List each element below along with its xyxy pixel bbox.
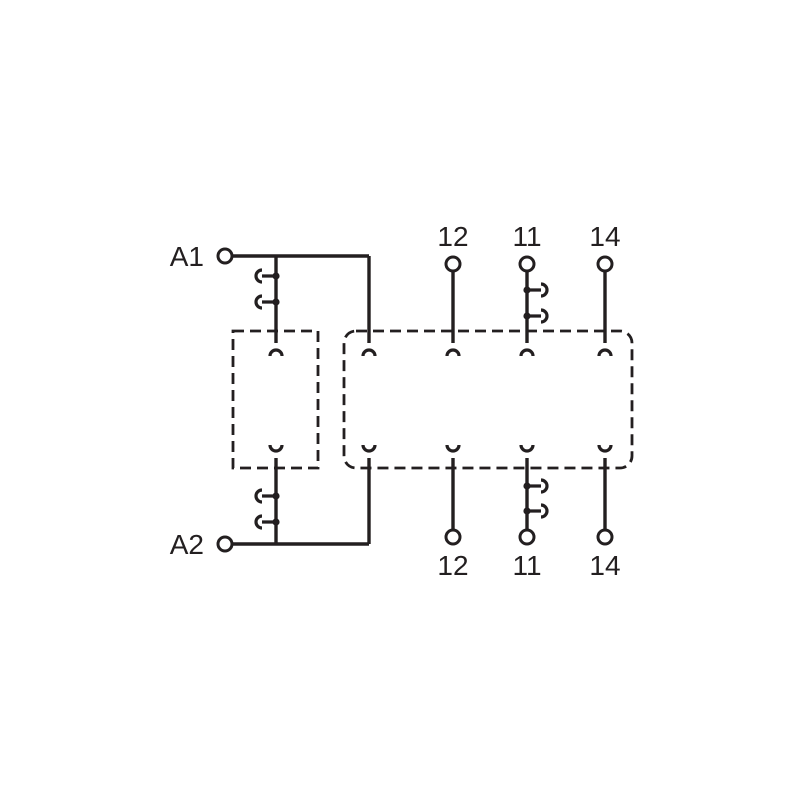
terminal-bottom-11: [518, 528, 536, 546]
label-top-11: 11: [512, 221, 541, 252]
top-11-bridge-hook-1: [527, 282, 549, 298]
a1-socket-hook: [268, 348, 284, 357]
bottom-contact-11: [518, 444, 549, 546]
label-a1: A1: [170, 241, 204, 272]
bottom-11-bridge-hook-2: [527, 503, 549, 519]
top-11-bridge-hook-2: [527, 308, 549, 324]
label-top-14: 14: [589, 221, 620, 252]
right-dashed-module: [342, 329, 634, 470]
a2-bridge-hook-1: [254, 488, 276, 504]
label-bottom-14: 14: [589, 550, 620, 581]
a1-bridge-hook-2: [254, 294, 276, 310]
terminal-top-12: [444, 255, 462, 273]
terminal-a2: [216, 535, 234, 553]
terminal-bottom-12: [444, 528, 462, 546]
bottom-contact-14: [596, 444, 614, 546]
label-bottom-11: 11: [512, 550, 541, 581]
top-contact-14: [596, 255, 614, 357]
label-a2: A2: [170, 529, 204, 560]
a2-socket-hook: [268, 444, 284, 453]
coil-a2-wiring: [232, 444, 377, 546]
bottom-11-bridge-hook-1: [527, 478, 549, 494]
terminal-top-11: [518, 255, 536, 273]
a1-link-socket-hook: [361, 348, 377, 357]
terminal-a1: [216, 247, 234, 265]
top-contact-11: [518, 255, 549, 357]
a2-link-socket-hook: [361, 444, 377, 453]
terminal-top-14: [596, 255, 614, 273]
label-top-12: 12: [437, 221, 468, 252]
terminal-bottom-14: [596, 528, 614, 546]
coil-a1-wiring: [232, 254, 377, 357]
top-contact-12: [444, 255, 462, 357]
a1-bridge-hook-1: [254, 268, 276, 284]
a2-bridge-hook-2: [254, 514, 276, 530]
label-bottom-12: 12: [437, 550, 468, 581]
bottom-contact-12: [444, 444, 462, 546]
